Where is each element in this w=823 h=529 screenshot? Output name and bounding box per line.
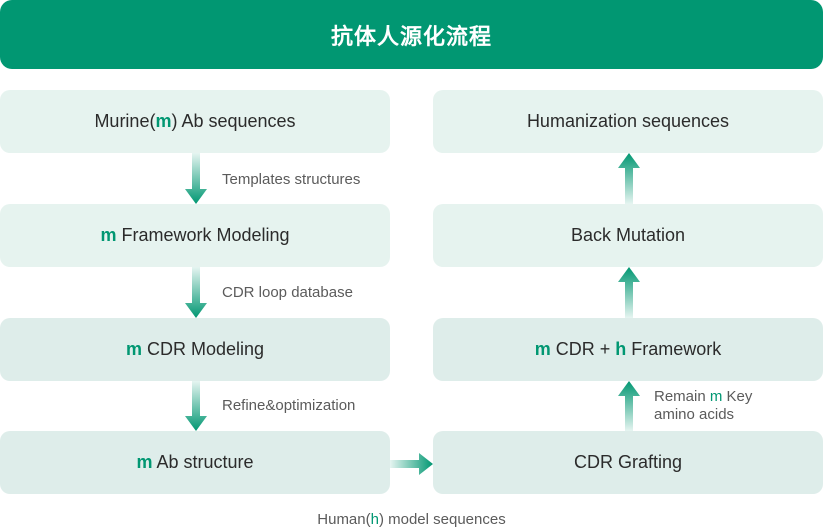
step-m-cdr-modeling: m CDR Modeling — [0, 318, 390, 381]
arrow-down-icon — [185, 267, 207, 318]
step-label-text: Ab structure — [152, 452, 254, 472]
highlight-letter: m — [136, 452, 153, 472]
step-label-text: Framework — [626, 339, 722, 359]
arrow-right-icon — [390, 453, 433, 475]
highlight-letter: m — [125, 339, 142, 359]
highlight-letter: m — [534, 339, 551, 359]
arrow-up-icon — [618, 153, 640, 204]
step-label-text: CDR Modeling — [141, 339, 265, 359]
arrow-up-icon — [618, 267, 640, 318]
arrow-up-icon — [618, 381, 640, 431]
edge-label-cdr-loop-database: CDR loop database — [222, 284, 353, 301]
step-label: Humanization sequences — [527, 111, 729, 132]
step-label-text: Murine( — [94, 111, 156, 131]
highlight-letter: m — [100, 225, 117, 245]
edge-label-remain-key-amino-acids: Remain m Key amino acids — [654, 388, 753, 423]
step-label: m CDR Modeling — [126, 339, 264, 360]
step-label: m Ab structure — [136, 452, 253, 473]
step-label-text: CDR Grafting — [573, 452, 683, 472]
step-humanization-sequences: Humanization sequences — [433, 90, 823, 153]
highlight-letter: h — [615, 339, 627, 359]
step-m-cdr-h-framework: m CDR + h Framework — [433, 318, 823, 381]
diagram-title: 抗体人源化流程 — [330, 24, 492, 50]
step-label: CDR Grafting — [574, 452, 682, 473]
step-label-text: Framework Modeling — [116, 225, 290, 245]
arrow-down-icon — [185, 153, 207, 204]
step-label-text: ) Ab sequences — [171, 111, 296, 131]
step-m-framework-modeling: m Framework Modeling — [0, 204, 390, 267]
step-murine-ab-sequences: Murine(m) Ab sequences — [0, 90, 390, 153]
edge-label-templates-structures: Templates structures — [222, 171, 361, 188]
edge-label-human-model-sequences: Human(h) model sequences — [317, 511, 506, 528]
step-label: m CDR + h Framework — [535, 339, 722, 360]
diagram-title-bar: 抗体人源化流程 — [0, 0, 823, 69]
step-cdr-grafting: CDR Grafting — [433, 431, 823, 494]
step-label: Back Mutation — [571, 225, 685, 246]
step-label-text: Back Mutation — [570, 225, 686, 245]
highlight-letter: m — [155, 111, 172, 131]
step-label: m Framework Modeling — [100, 225, 289, 246]
step-label: Murine(m) Ab sequences — [94, 111, 295, 132]
edge-label-refine-optimization: Refine&optimization — [222, 397, 356, 414]
step-label-text: Humanization sequences — [526, 111, 730, 131]
step-label-text: CDR + — [550, 339, 616, 359]
step-back-mutation: Back Mutation — [433, 204, 823, 267]
arrow-down-icon — [185, 381, 207, 431]
step-m-ab-structure: m Ab structure — [0, 431, 390, 494]
